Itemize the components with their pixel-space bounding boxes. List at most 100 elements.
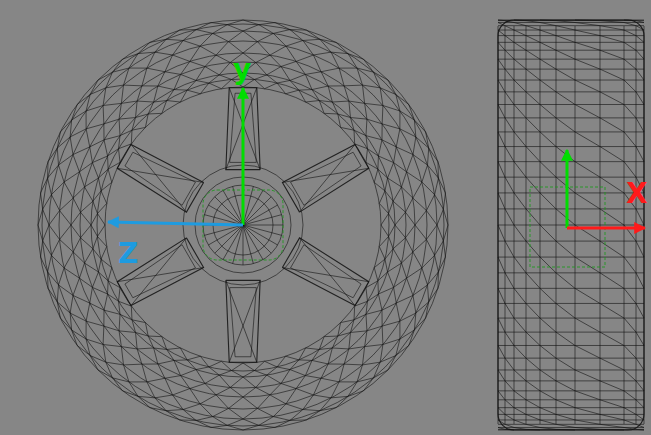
mesh-edge [366,136,378,156]
mesh-edge [389,201,395,225]
mesh-edge [575,408,600,415]
mesh-edge [505,209,514,225]
mesh-edge [526,209,540,225]
mesh-edge [338,114,354,130]
mesh-edge [320,39,348,53]
mesh-edge [636,21,644,23]
mesh-edge [48,148,59,178]
mesh-edge [104,119,120,140]
mesh-edge [243,425,275,430]
mesh-edge [296,61,321,74]
mesh-edge [267,75,290,83]
mesh-edge [181,67,205,81]
mesh-edge [505,273,514,288]
mesh-edge [273,404,303,417]
mesh-edge [624,391,636,400]
mesh-edge [227,419,259,425]
mesh-edge [374,259,385,281]
mesh-edge [498,370,505,381]
mesh-edge [498,132,505,147]
mesh-edge [72,330,91,356]
mesh-edge [365,103,383,124]
mesh-edge [556,303,575,318]
mesh-edge [498,318,505,332]
mesh-edge [166,30,196,41]
mesh-edge [394,278,407,303]
mesh-edge [498,59,505,69]
mesh-edge [413,285,428,313]
mesh-edge [200,42,229,56]
mesh-edge [505,50,514,59]
mesh-edge [636,209,644,225]
axis-label: X [626,180,648,208]
mesh-edge [81,187,93,212]
hub-edge [243,186,253,225]
mesh-edge [277,356,299,367]
mesh-edge [401,252,412,278]
mesh-edge [556,241,575,257]
mesh-edge [526,381,540,391]
mesh-edge [526,69,540,80]
mesh-edge [275,420,306,428]
mesh-edge [73,129,90,155]
mesh-edge [413,137,428,165]
mesh-edge [556,92,575,105]
mesh-edge [540,132,556,147]
spoke [117,238,203,306]
mesh-edge [254,361,277,370]
hub-edge [243,225,283,226]
mesh-edge [505,26,514,30]
mesh-edge [147,55,173,72]
mesh-edge [526,358,540,370]
mesh-edge [498,192,644,193]
mesh-edge [556,69,575,80]
mesh-edge [624,59,636,69]
mesh-edge [183,33,213,46]
mesh-edge [196,417,227,426]
mesh-edge [41,257,49,288]
mesh-edge [540,193,556,209]
mesh-edge [132,320,148,336]
mesh-edge [498,391,505,400]
mesh-edge [142,72,165,86]
mesh-edge [165,61,190,74]
mesh-edge [303,395,331,410]
mesh-edge [575,59,600,69]
spoke [291,152,362,205]
mesh-edge [600,358,624,370]
mesh-edge [229,42,258,53]
mesh-edge [209,361,232,370]
mesh-edge [514,427,526,429]
mesh-edge [312,90,332,102]
mesh-edge [277,83,299,94]
mesh-edge [257,42,286,56]
hub-edge [243,190,263,225]
mesh-edge [138,396,166,410]
mesh-edge [73,172,84,198]
mesh-edge [407,268,422,295]
ring [71,53,415,397]
mesh-edge [385,178,393,201]
mesh-edge [498,288,505,303]
ring [97,79,389,371]
mesh-edge [498,20,505,22]
mesh-edge [321,72,344,86]
mesh-edge [129,382,155,398]
mesh-edge [400,111,416,137]
mesh-edge [498,117,644,118]
mesh-edge [129,52,155,68]
mesh-edge [173,389,200,404]
mesh-edge [331,52,357,68]
mesh-edge [290,30,320,41]
mesh-edge [209,79,232,88]
mesh-edge [379,236,388,259]
mesh-edge [498,429,644,430]
mesh-edge [636,36,644,43]
mesh-edge [374,72,396,94]
mesh-edge [600,241,624,257]
mesh-edge [505,424,514,427]
mesh-edge [97,191,106,214]
mesh-edge [505,26,506,424]
mesh-edge [64,268,79,295]
